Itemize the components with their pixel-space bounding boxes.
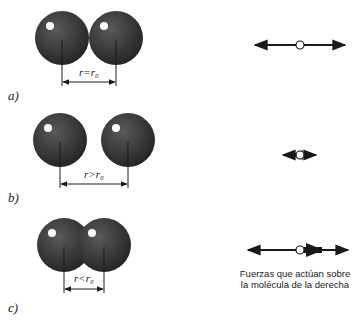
row-label: a) xyxy=(8,88,19,104)
distance-label: r>r₀ xyxy=(82,168,106,180)
row-label: c) xyxy=(8,300,18,316)
caption-note: Fuerzas que actúan sobre la molécula de … xyxy=(236,268,354,290)
row-label: b) xyxy=(8,190,19,206)
distance-label: r=r₀ xyxy=(77,66,101,78)
distance-label: r<r₀ xyxy=(72,272,96,284)
